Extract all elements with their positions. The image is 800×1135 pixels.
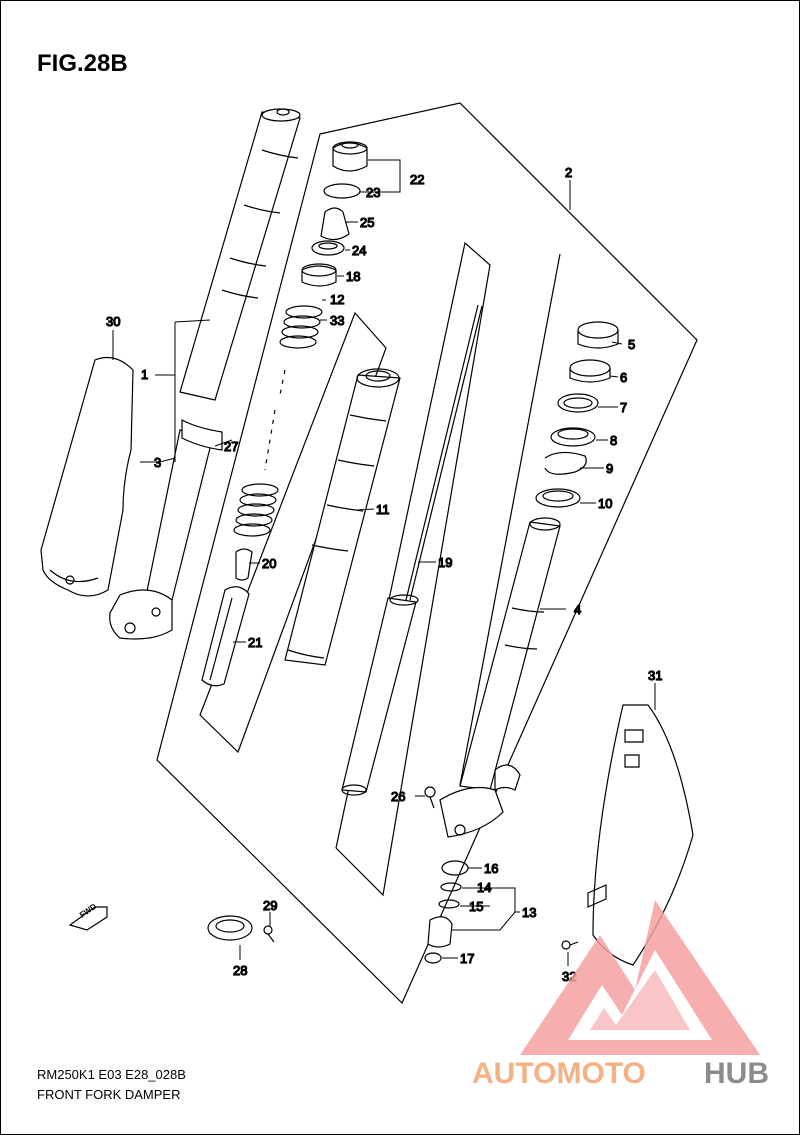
diagram-code: RM250K1 E03 E28_028B — [37, 1067, 186, 1082]
part-label-31: 31 — [648, 668, 662, 683]
stopper-ring-9 — [544, 451, 587, 475]
part-label-3: 3 — [154, 455, 161, 470]
part-label-13: 13 — [522, 905, 536, 920]
part-label-1: 1 — [141, 367, 148, 382]
bolt-32 — [561, 940, 579, 950]
o-ring-15 — [438, 899, 460, 909]
axle-bracket — [439, 764, 521, 838]
damper-cartridge — [284, 368, 401, 666]
triangle-logo-icon — [520, 900, 760, 1055]
bolt-29 — [263, 925, 275, 943]
base-valve-13 — [427, 916, 453, 948]
clamp-28 — [207, 915, 253, 941]
part-label-16: 16 — [484, 861, 498, 876]
fork-guard-31 — [587, 704, 694, 966]
damper-rod — [341, 304, 483, 796]
part-label-12: 12 — [330, 292, 344, 307]
part-label-29: 29 — [263, 898, 277, 913]
part-label-10: 10 — [598, 496, 612, 511]
part-label-11: 11 — [376, 502, 390, 517]
part-label-5: 5 — [628, 337, 635, 352]
part-label-9: 9 — [606, 461, 613, 476]
diagram-name: FRONT FORK DAMPER — [37, 1087, 181, 1102]
o-ring — [323, 183, 361, 199]
part-label-18: 18 — [346, 269, 360, 284]
part-label-14: 14 — [477, 880, 491, 895]
tube-group-frame — [459, 253, 561, 786]
guide-bushing-5 — [577, 321, 619, 349]
part-label-30: 30 — [106, 314, 120, 329]
part-label-23: 23 — [366, 185, 380, 200]
part-label-26: 26 — [391, 789, 405, 804]
part-label-17: 17 — [460, 951, 474, 966]
part-label-25: 25 — [360, 215, 374, 230]
part-label-27: 27 — [224, 439, 238, 454]
fwd-arrow-icon — [68, 906, 108, 931]
fork-spring — [233, 305, 323, 537]
part-label-6: 6 — [620, 370, 627, 385]
assembly-outline — [156, 102, 698, 1005]
dust-seal-10 — [535, 488, 581, 508]
spring-guide-21 — [201, 586, 250, 687]
part-label-15: 15 — [469, 899, 483, 914]
part-label-4: 4 — [574, 602, 581, 617]
part-label-7: 7 — [620, 400, 627, 415]
part-label-28: 28 — [233, 963, 247, 978]
spring-guide-20 — [235, 548, 253, 581]
part-label-21: 21 — [248, 635, 262, 650]
o-ring-14 — [440, 882, 462, 892]
spring-group-frame — [199, 311, 387, 754]
part-label-19: 19 — [438, 555, 452, 570]
part-label-8: 8 — [610, 433, 617, 448]
watermark-text-gray: HUB — [704, 1057, 769, 1090]
part-label-22: 22 — [410, 172, 424, 187]
inner-tube — [459, 517, 561, 791]
axle-holder — [109, 419, 223, 640]
gasket-16 — [441, 860, 469, 876]
part-label-24: 24 — [352, 243, 366, 258]
bolt-17 — [424, 952, 442, 964]
rod-group-frame — [335, 241, 491, 897]
part-label-33: 33 — [330, 313, 344, 328]
spacer-18 — [301, 263, 337, 287]
figure-title: FIG.28B — [37, 50, 128, 77]
fork-guard — [40, 357, 134, 597]
part-label-2: 2 — [565, 165, 572, 180]
bump-rubber — [320, 207, 350, 241]
washer-24 — [311, 240, 345, 256]
top-cap — [332, 141, 368, 172]
bolt-26 — [424, 786, 436, 809]
leader-lines — [112, 159, 656, 966]
outer-tube — [179, 108, 301, 401]
oil-seal-8 — [550, 427, 596, 447]
guide-bushing-6 — [569, 359, 611, 383]
part-label-20: 20 — [262, 556, 276, 571]
washer-7 — [557, 393, 599, 413]
watermark-text-orange: AUTOMOTO — [472, 1057, 646, 1090]
